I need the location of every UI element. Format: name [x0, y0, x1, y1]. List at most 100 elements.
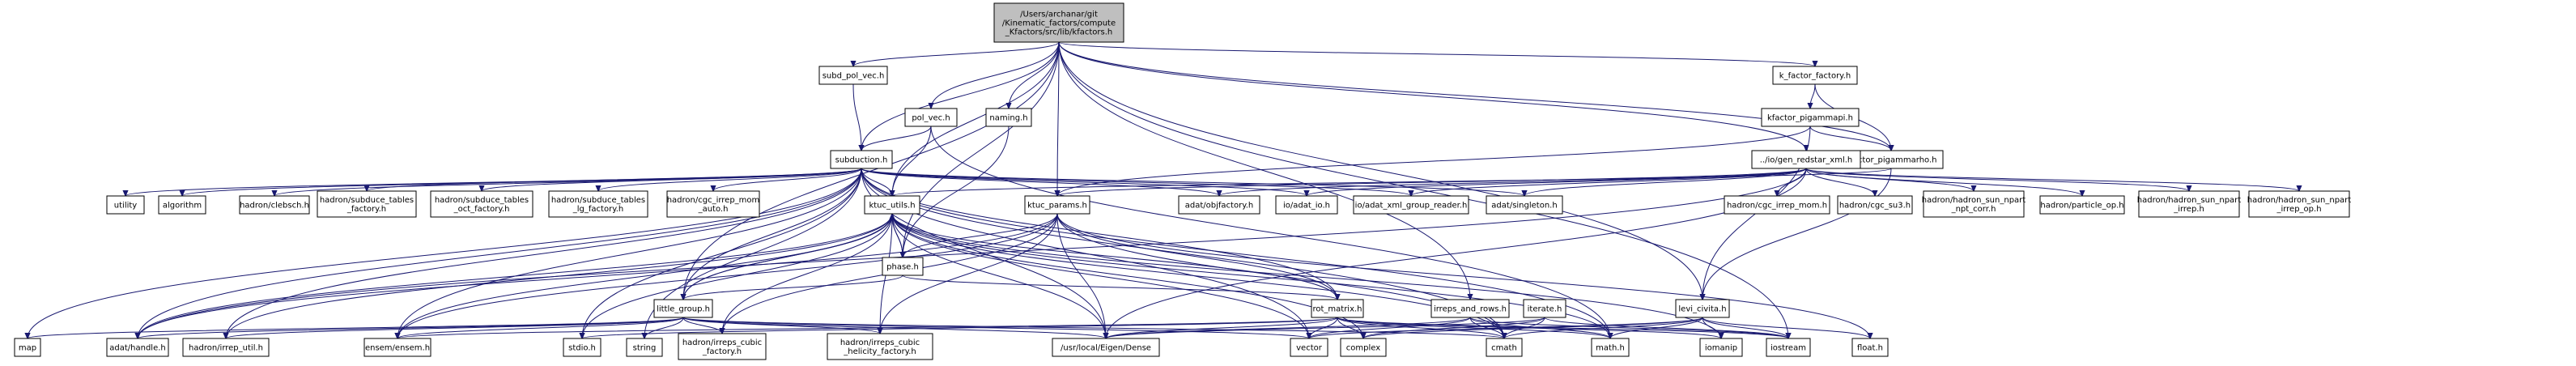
node-box	[1591, 338, 1630, 357]
node-singleton[interactable]: adat/singleton.h	[1486, 195, 1563, 215]
edge-ktuc_params-to-rot_matrix	[1056, 213, 1337, 300]
node-ktuc-utils[interactable]: ktuc_utils.h	[864, 195, 920, 215]
node-cubic-helicity[interactable]: hadron/irreps_cubic_helicity_factory.h	[827, 333, 933, 360]
node-ensem[interactable]: ensem/ensem.h	[363, 338, 431, 357]
node-box	[626, 338, 663, 357]
edge-levi_civita-to-complex	[1363, 317, 1703, 338]
node-subduce-lg[interactable]: hadron/subduce_tables_lg_factory.h	[548, 190, 648, 218]
node-label: hadron/subduce_tables	[320, 196, 414, 205]
node-label: /Kinematic_factors/compute	[1002, 19, 1116, 28]
node-map[interactable]: map	[14, 338, 41, 357]
node-sun-npart-npt[interactable]: hadron/hadron_sun_npart_npt_corr.h	[1922, 190, 2026, 218]
node-gen-redstar[interactable]: ../io/gen_redstar_xml.h	[1751, 150, 1861, 169]
node-sun-npart-irrep[interactable]: hadron/hadron_sun_npart_irrep.h	[2137, 190, 2242, 218]
edge-ktuc_params-to-cubic_helicity	[880, 213, 1058, 334]
node-box	[106, 195, 145, 215]
node-little-group[interactable]: little_group.h	[653, 299, 713, 318]
node-rot-matrix[interactable]: rot_matrix.h	[1311, 299, 1364, 318]
node-complex[interactable]: complex	[1340, 338, 1387, 357]
node-kfactor-pigammapi[interactable]: kfactor_pigammapi.h	[1761, 108, 1860, 127]
node-float[interactable]: float.h	[1851, 338, 1889, 357]
edge-root-to-phase	[903, 41, 1060, 257]
edge-ktuc_params-to-cmath	[1056, 213, 1504, 338]
edge-ktuc_utils-to-stdio	[582, 213, 893, 338]
node-box	[1024, 195, 1090, 215]
node-cgc-irrep-mom[interactable]: hadron/cgc_irrep_mom.h	[1724, 195, 1830, 215]
edge-phase-to-little_group	[683, 274, 903, 300]
edge-levi_civita-to-cmath	[1504, 317, 1703, 338]
node-utility[interactable]: utility	[106, 195, 145, 215]
node-box	[818, 66, 888, 85]
edge-rot_matrix-to-ensem	[397, 317, 1338, 338]
node-subduce-factory[interactable]: hadron/subduce_tables_factory.h	[317, 190, 417, 218]
edge-gen_redstar-to-sun_npart_irrep	[1805, 168, 2189, 191]
node-cgc-su3[interactable]: hadron/cgc_su3.h	[1837, 195, 1913, 215]
node-cmath[interactable]: cmath	[1486, 338, 1523, 357]
edge-gen_redstar-to-adat_io	[1307, 168, 1807, 196]
edge-little_group-to-ktuc_utils	[682, 214, 892, 300]
node-sun-npart-irrep-op[interactable]: hadron/hadron_sun_npart_irrep_op.h	[2247, 190, 2352, 218]
node-objfactory[interactable]: adat/objfactory.h	[1178, 195, 1260, 215]
node-label: vector	[1296, 344, 1323, 353]
node-label: hadron/subduce_tables	[435, 196, 529, 205]
node-math[interactable]: math.h	[1591, 338, 1630, 357]
node-box	[1772, 66, 1858, 85]
edge-irreps_and_rows-to-eigen_dense	[1106, 317, 1471, 338]
edge-ktuc_utils-to-rot_matrix	[891, 213, 1337, 300]
node-levi-civita[interactable]: levi_civita.h	[1675, 299, 1730, 318]
node-pol-vec[interactable]: pol_vec.h	[904, 108, 958, 127]
node-subduce-oct[interactable]: hadron/subduce_tables_oct_factory.h	[430, 190, 533, 218]
node-algorithm[interactable]: algorithm	[158, 195, 206, 215]
node-label: iterate.h	[1528, 305, 1562, 314]
edge-subduction-to-map	[28, 168, 862, 338]
edge-root-to-ktuc_params	[1057, 41, 1059, 196]
node-particle-op[interactable]: hadron/particle_op.h	[2039, 195, 2125, 215]
node-eigen-dense[interactable]: /usr/local/Eigen/Dense	[1052, 338, 1160, 357]
node-label: hadron/cgc_su3.h	[1839, 202, 1911, 211]
node-subd-pol-vec[interactable]: subd_pol_vec.h	[818, 66, 888, 85]
edge-ktuc_params-to-handle	[138, 213, 1058, 338]
node-label: complex	[1346, 344, 1380, 353]
node-irrep-util[interactable]: hadron/irrep_util.h	[182, 338, 270, 357]
edge-gen_redstar-to-objfactory	[1219, 168, 1807, 196]
node-irreps-and-rows[interactable]: irreps_and_rows.h	[1430, 299, 1510, 318]
node-label: iomanip	[1705, 344, 1737, 353]
node-k-factor-factory[interactable]: k_factor_factory.h	[1772, 66, 1858, 85]
node-clebsch[interactable]: hadron/clebsch.h	[239, 195, 310, 215]
node-cubic-factory[interactable]: hadron/irreps_cubic_factory.h	[678, 333, 767, 360]
node-subduction[interactable]: subduction.h	[830, 150, 893, 169]
edge-rot_matrix-to-eigen_dense	[1106, 317, 1338, 338]
node-box	[1430, 299, 1510, 318]
node-phase[interactable]: phase.h	[882, 257, 924, 276]
edge-root-to-subduction	[861, 41, 1060, 151]
edge-subduction-to-objfactory	[861, 168, 1219, 196]
node-label: io/adat_xml_group_reader.h	[1355, 202, 1468, 211]
node-box	[317, 190, 417, 218]
edge-root-to-k_factor_factory	[1058, 41, 1815, 66]
edge-root-to-little_group	[683, 41, 1060, 300]
node-xml-group-reader[interactable]: io/adat_xml_group_reader.h	[1353, 195, 1469, 215]
node-box	[678, 333, 767, 360]
node-naming[interactable]: naming.h	[985, 108, 1032, 127]
node-string[interactable]: string	[626, 338, 663, 357]
node-cgc-irrep-mom-auto[interactable]: hadron/cgc_irrep_mom_auto.h	[666, 190, 760, 218]
node-label: utility	[114, 202, 138, 211]
node-label: _factory.h	[346, 205, 386, 214]
edge-levi_civita-to-iomanip	[1702, 317, 1721, 338]
node-box	[158, 195, 206, 215]
node-label: adat/singleton.h	[1491, 202, 1557, 211]
node-handle[interactable]: adat/handle.h	[106, 338, 169, 357]
node-ktuc-params[interactable]: ktuc_params.h	[1024, 195, 1090, 215]
node-vector[interactable]: vector	[1290, 338, 1328, 357]
node-iterate[interactable]: iterate.h	[1523, 299, 1566, 318]
edge-rot_matrix-to-iostream	[1337, 317, 1788, 338]
node-iostream[interactable]: iostream	[1766, 338, 1811, 357]
node-root[interactable]: /Users/archanar/git/Kinematic_factors/co…	[993, 2, 1124, 43]
node-label: adat/objfactory.h	[1185, 202, 1253, 211]
node-label: hadron/irreps_cubic	[682, 338, 762, 347]
node-iomanip[interactable]: iomanip	[1699, 338, 1743, 357]
node-box	[827, 333, 933, 360]
node-stdio[interactable]: stdio.h	[563, 338, 601, 357]
node-adat-io[interactable]: io/adat_io.h	[1275, 195, 1338, 215]
node-label: subd_pol_vec.h	[823, 72, 885, 81]
